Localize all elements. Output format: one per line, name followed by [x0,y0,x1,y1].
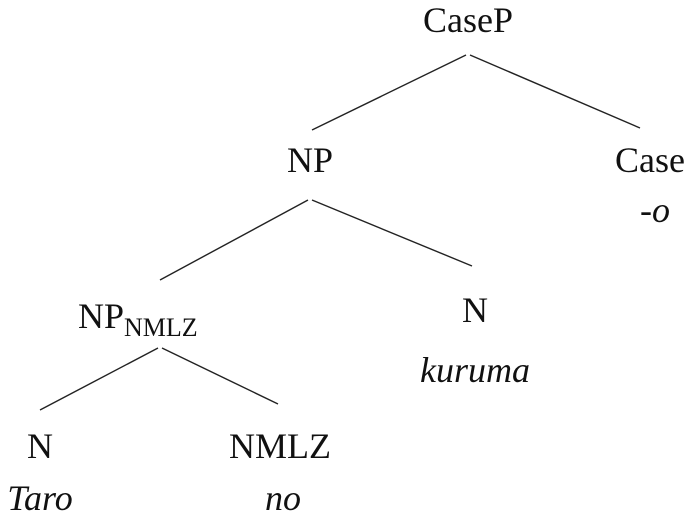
edge-npnmlz-nmlz [161,347,279,405]
edge-casep-case [469,54,641,129]
node-case: Case [615,140,685,180]
node-np: NP [287,140,333,180]
node-n-kuruma: N [462,290,488,330]
np-nmlz-subscript: NMLZ [124,313,198,342]
edge-npnmlz-n [39,347,159,411]
edge-np-n [311,199,473,267]
node-n-taro: N [27,426,53,466]
np-nmlz-label: NP [78,296,124,336]
node-casep: CaseP [423,0,513,40]
node-nmlz: NMLZ [229,426,331,466]
form-case-o: -o [640,190,670,230]
edge-np-npnmlz [159,199,309,281]
form-kuruma: kuruma [420,350,530,390]
node-np-nmlz: NPNMLZ [78,296,198,342]
form-taro: Taro [7,478,72,518]
edge-casep-np [311,54,467,131]
form-no: no [265,478,301,518]
